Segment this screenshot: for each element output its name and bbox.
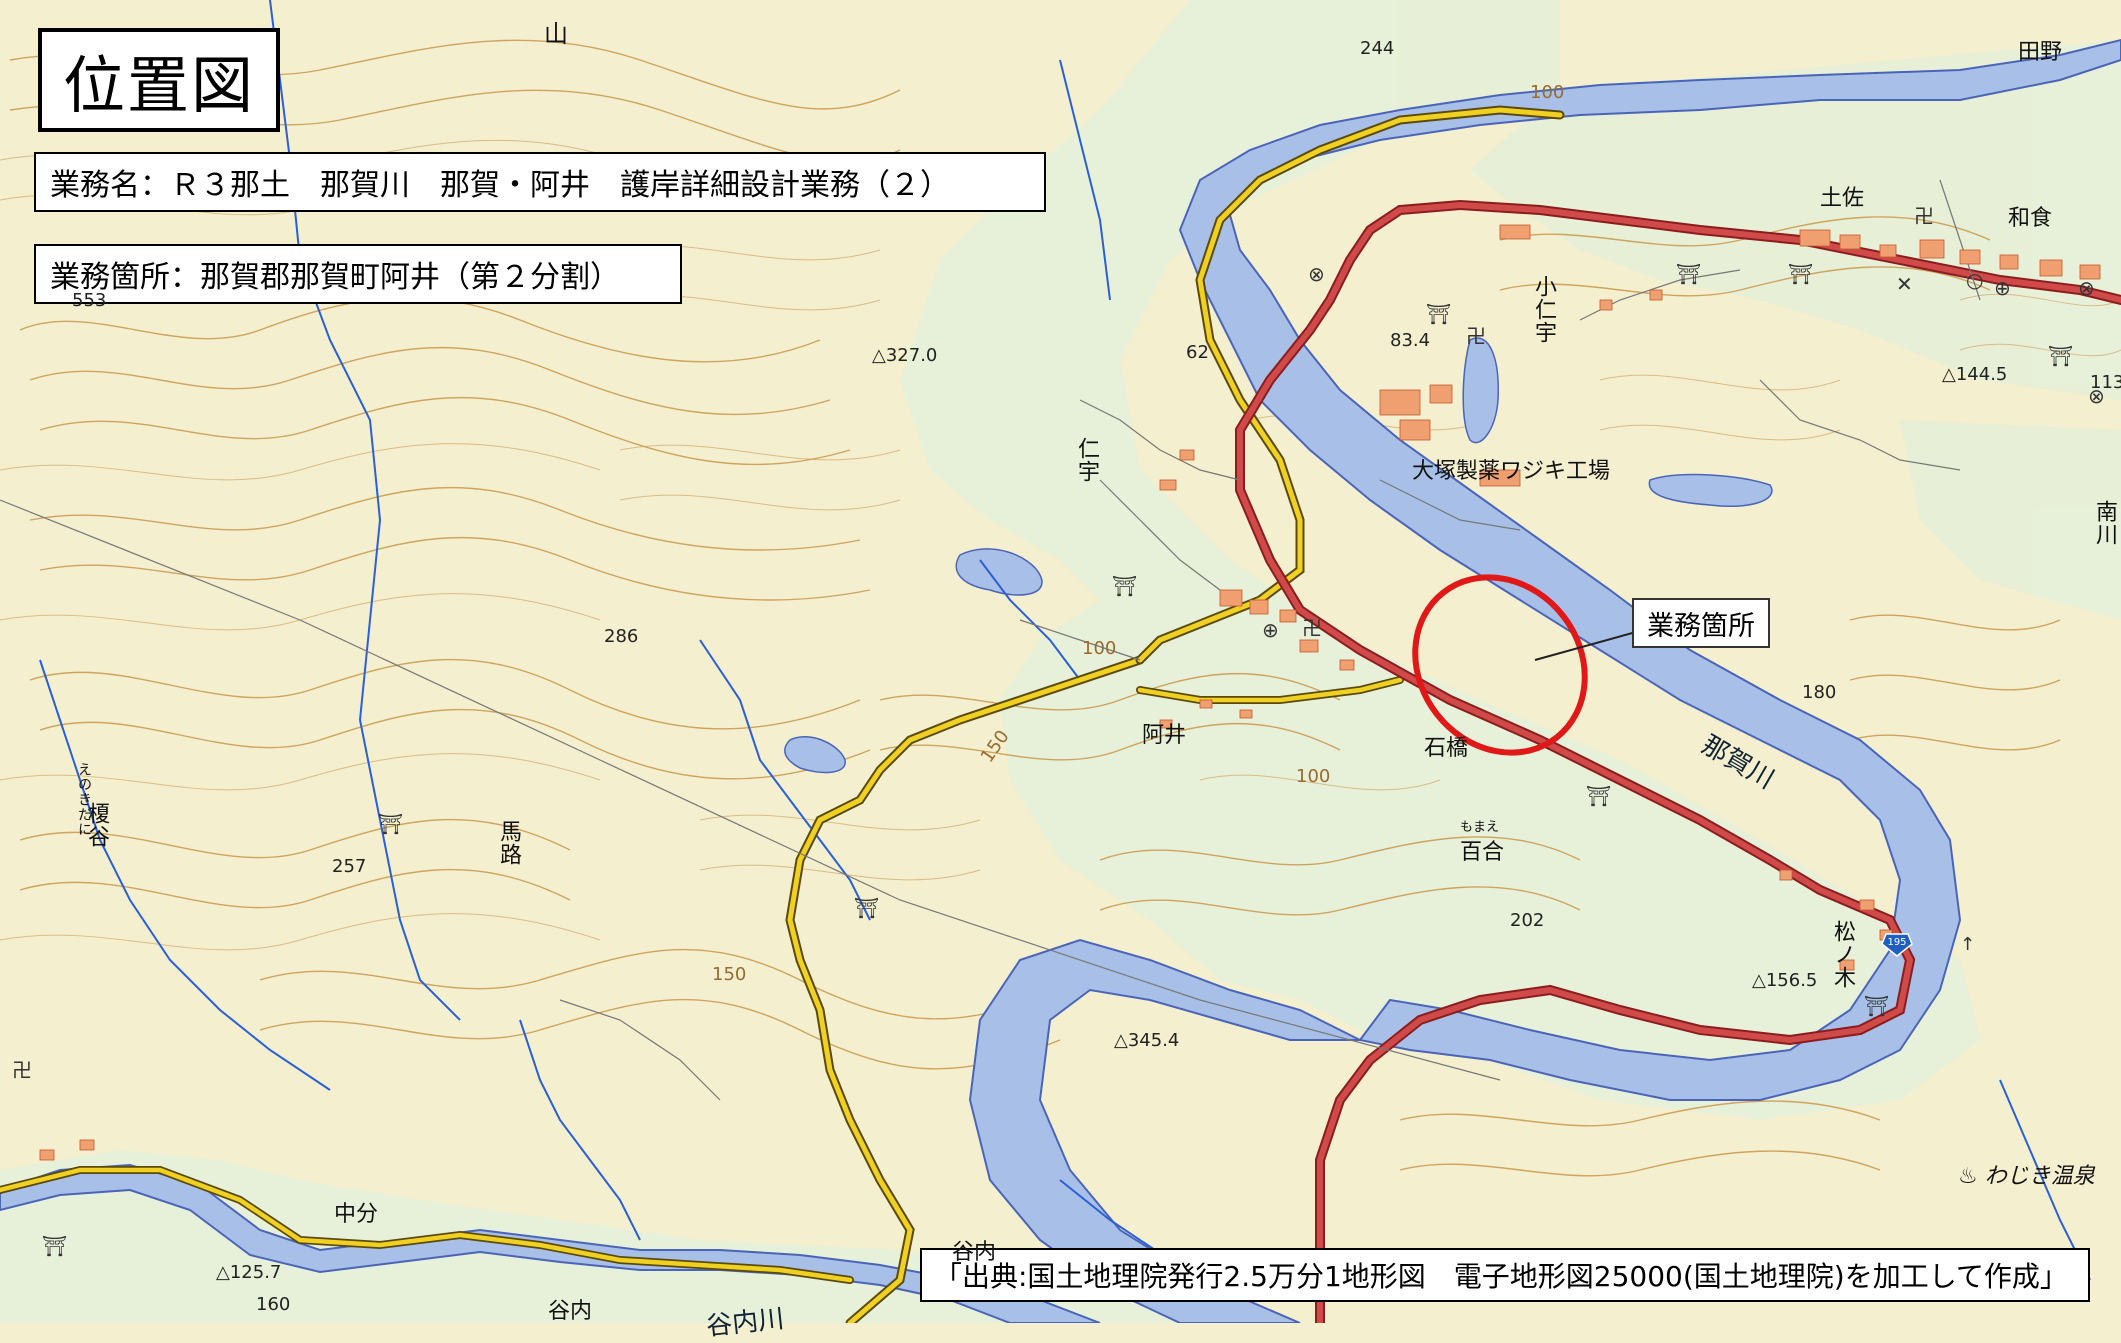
post-office-icon: ⊕ (1262, 618, 1279, 642)
place-washoku: 和食 (2008, 206, 2053, 231)
spot-height-286: 286 (604, 626, 639, 647)
place-umaji: 馬路 (496, 820, 521, 866)
place-koniu: 小仁宇 (1531, 275, 1556, 344)
spot-height-257: 257 (332, 856, 367, 877)
school-icon: ⊗ (2078, 276, 2095, 300)
shrine-icon: ⛩ (1788, 262, 1814, 286)
spot-height-553: 553 (72, 290, 107, 311)
place-tosa: 土佐 (1820, 186, 1865, 211)
direction-arrow-icon: ↑ (1960, 934, 1976, 955)
ponds (784, 337, 1773, 774)
shrine-icon: ⛩ (854, 896, 880, 920)
buildings (39, 224, 2101, 1161)
site-callout-label: 業務箇所 (1632, 598, 1770, 648)
school-icon: ⊗ (2088, 384, 2105, 408)
spot-height-83: 83.4 (1390, 330, 1431, 351)
spot-height-244: 244 (1360, 38, 1395, 59)
place-matsunoki: 松ノ木 (1830, 920, 1855, 989)
spot-height-113: 113 (2090, 372, 2121, 393)
place-momae-kana: もまえ (1460, 820, 1500, 835)
temple-icon: 卍 (1302, 616, 1322, 640)
project-name-box: 業務名：Ｒ３那土 那賀川 那賀・阿井 護岸詳細設計業務（２） (34, 152, 1046, 212)
place-taniuchi-top: 谷内 (952, 1240, 997, 1265)
naka-river-lower (968, 938, 1361, 1323)
contour-label-100c: 100 (1296, 766, 1331, 787)
shrine-icon: ⛩ (2048, 344, 2074, 368)
temple-icon: 卍 (1914, 204, 1934, 228)
place-ishibashi: 石橋 (1424, 736, 1469, 761)
map-title: 位置図 (38, 28, 280, 132)
place-minamikawa: 南川 (2092, 500, 2117, 546)
river-taniuchi: 谷内川 (704, 1303, 786, 1342)
spot-height-156: △156.5 (1752, 970, 1818, 991)
route-195-label: 195 (1887, 937, 1906, 948)
spot-height-160: 160 (256, 1294, 291, 1315)
site-highlight-ellipse (1412, 574, 1588, 756)
place-enokidani-kana: えのきだに (76, 762, 92, 837)
naka-river (1178, 38, 2121, 1101)
place-nakabun: 中分 (334, 1202, 379, 1227)
contour-label-150b: 150 (712, 964, 747, 985)
contour-label-100b: 100 (1082, 638, 1117, 659)
shrine-icon: ⛩ (1426, 302, 1452, 326)
town-hall-icon: ○ (1966, 268, 1984, 292)
shrine-icon: ⛩ (378, 812, 404, 836)
place-yama: 山 (544, 20, 568, 48)
shrine-icon: ⛩ (1112, 574, 1138, 598)
post-office-icon: ⊕ (1994, 276, 2011, 300)
national-route-195 (1235, 199, 2121, 1323)
place-nii: 仁宇 (1074, 437, 1099, 483)
minor-roads (0, 179, 1981, 1101)
spot-height-144: △144.5 (1942, 364, 2008, 385)
callout-leader-line (1534, 631, 1637, 661)
source-credit-box: 「出典:国土地理院発行2.5万分1地形図 電子地形図25000(国土地理院)を加… (920, 1248, 2090, 1302)
spot-height-327: △327.0 (872, 345, 938, 366)
temple-icon: 卍 (12, 1058, 32, 1082)
spot-height-180: 180 (1802, 682, 1837, 703)
place-otsuka-factory: 大塚製薬ワジキ工場 (1412, 459, 1611, 484)
place-taniuchi: 谷内 (548, 1299, 593, 1324)
prefectural-roads (0, 105, 1565, 1323)
place-ai: 阿井 (1142, 723, 1187, 748)
shrine-icon: ⛩ (1864, 994, 1890, 1018)
place-enokidani: 榎谷 (84, 802, 109, 848)
site-location-box: 業務箇所：那賀郡那賀町阿井（第２分割） (34, 244, 682, 304)
contour-label-100a: 100 (1530, 82, 1565, 103)
shrine-icon: ⛩ (1586, 784, 1612, 808)
school-icon: ⊗ (1308, 262, 1325, 286)
spot-height-62: 62 (1186, 342, 1209, 363)
route-195-shield (1881, 933, 1913, 957)
place-washiki-onsen-text: わじき温泉 (1984, 1164, 2095, 1189)
police-box-icon: ✕ (1896, 272, 1913, 296)
spot-height-202: 202 (1510, 910, 1545, 931)
temple-icon: 卍 (1466, 324, 1486, 348)
shrine-icon: ⛩ (42, 1234, 68, 1258)
place-momae: 百合 (1460, 840, 1505, 865)
shrine-icon: ⛩ (1676, 262, 1702, 286)
place-tano: 田野 (2018, 40, 2063, 65)
spot-height-345: △345.4 (1114, 1030, 1180, 1051)
hot-spring-icon: ♨ (1958, 1164, 1978, 1189)
place-washiki-onsen: ♨ わじき温泉 (1958, 1158, 2095, 1190)
spot-height-125: △125.7 (216, 1262, 282, 1283)
